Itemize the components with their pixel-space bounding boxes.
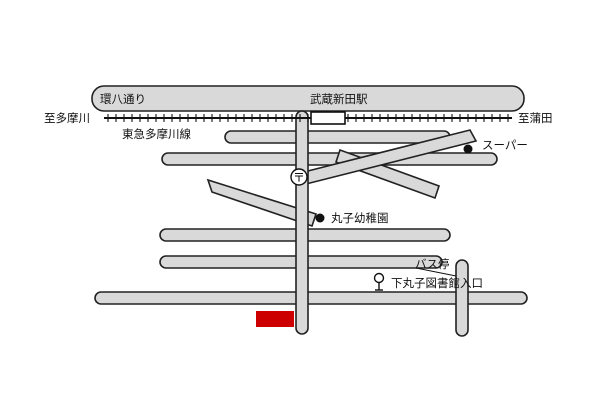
- direction-kamata-label: 至蒲田: [518, 111, 553, 125]
- railway-line: [104, 114, 512, 122]
- road-ring8-label: 環八通り: [100, 92, 146, 106]
- bus-stop-leader: [415, 267, 457, 277]
- direction-tamagawa-label: 至多摩川: [44, 111, 90, 125]
- station-label: 武蔵新田駅: [310, 92, 368, 106]
- road-h2: [161, 152, 498, 166]
- road-h6: [94, 291, 528, 305]
- bus-stop-label: バス停: [415, 257, 450, 271]
- station-marker: [310, 111, 346, 125]
- supermarket-label: スーパー: [482, 138, 528, 152]
- kindergarten-label: 丸子幼稚園: [331, 211, 389, 225]
- destination-marker: [256, 311, 294, 327]
- road-ring8: [91, 85, 525, 112]
- supermarket-dot-icon: [463, 144, 473, 154]
- kindergarten-dot-icon: [315, 213, 325, 223]
- road-main-vertical: [295, 110, 309, 335]
- svg-text:〒: 〒: [293, 171, 305, 185]
- railway-label: 東急多摩川線: [122, 127, 191, 141]
- road-vertical-east: [455, 259, 469, 337]
- bus-stop-name-label: 下丸子図書館入口: [391, 276, 483, 290]
- road-diagonal-west: [206, 178, 318, 228]
- post-office-icon: 〒: [290, 168, 308, 186]
- bus-stop-icon: [373, 272, 385, 291]
- road-h1: [224, 130, 451, 144]
